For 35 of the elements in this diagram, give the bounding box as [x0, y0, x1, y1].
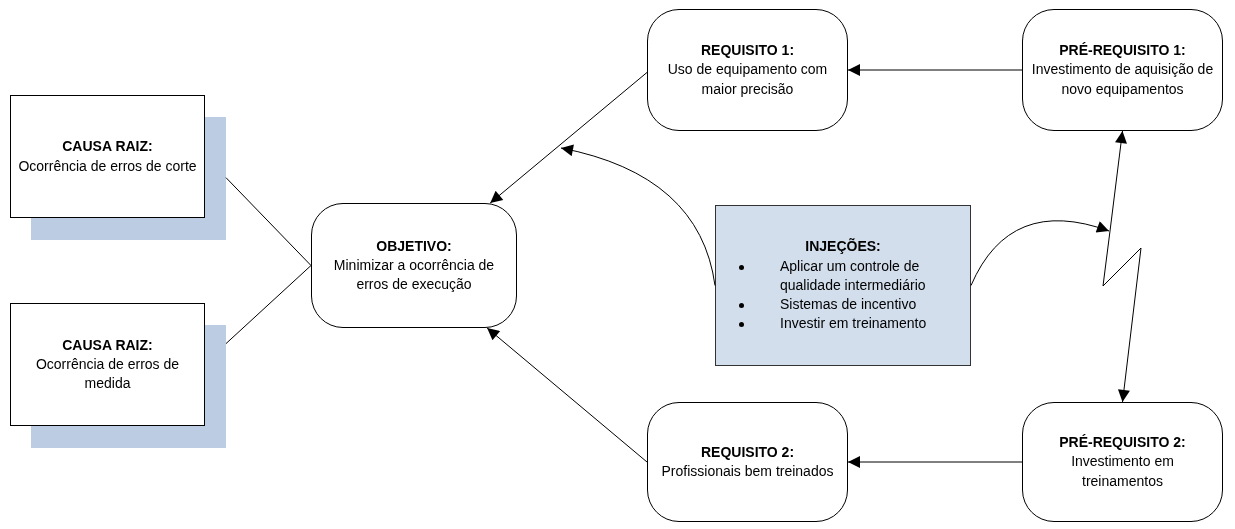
node-heading: PRÉ-REQUISITO 1: — [1059, 41, 1186, 61]
arrow — [486, 327, 648, 463]
node-heading: CAUSA RAIZ: — [62, 335, 153, 355]
node-text: Investimento de aquisição de novo equipamentos — [1031, 60, 1214, 99]
node-text: Ocorrência de erros de corte — [18, 156, 197, 176]
injections-box — [715, 205, 971, 366]
node-heading: REQUISITO 1: — [700, 41, 795, 61]
node-text: Profissionais bem treinados — [661, 462, 834, 481]
node-text: Ocorrência de erros de medida — [34, 354, 181, 394]
node-heading: INJEÇÕES: — [805, 237, 881, 257]
arrow — [489, 71, 648, 204]
node-heading: CAUSA RAIZ: — [62, 137, 153, 157]
arrow — [560, 144, 716, 286]
bullet-item: Aplicar um controle de qualidade intermediário — [724, 256, 962, 296]
connector-line — [225, 177, 312, 266]
node-heading: REQUISITO 2: — [700, 442, 795, 462]
node-heading: OBJETIVO: — [376, 236, 452, 256]
node-text: Minimizar a ocorrência de erros de execução — [332, 255, 496, 295]
node-heading: PRÉ-REQUISITO 2: — [1059, 433, 1186, 453]
arrow — [847, 456, 1023, 468]
bullet-item: Sistemas de incentivo — [724, 295, 962, 315]
arrow — [847, 64, 1023, 76]
double-arrow — [1102, 130, 1142, 403]
requirement-box — [647, 9, 848, 131]
arrow — [970, 220, 1110, 286]
root-cause-card — [10, 95, 226, 240]
root-cause-card — [10, 303, 226, 448]
connector-line — [225, 265, 312, 345]
node-text: Uso de equipamento com maior precisão — [666, 60, 829, 99]
objective-box — [311, 203, 517, 328]
requirement-box — [647, 402, 848, 522]
bullet-item: Investir em treinamento — [724, 314, 962, 334]
prerequisite-box — [1022, 9, 1223, 131]
node-text: Investimento em treinamentos — [1070, 452, 1175, 491]
prerequisite-box — [1022, 402, 1223, 522]
